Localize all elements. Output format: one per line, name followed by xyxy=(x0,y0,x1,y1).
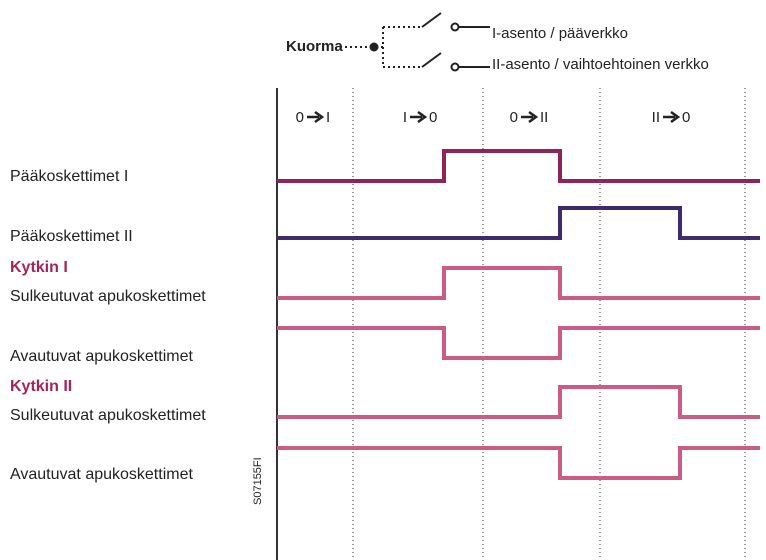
group-label-switch-1: Kytkin I xyxy=(10,259,68,276)
phase-arrow-icon xyxy=(663,110,681,124)
group-label-switch-2: Kytkin II xyxy=(10,378,73,395)
row-label-main-contacts-2: Pääkoskettimet II xyxy=(10,228,133,245)
position-1-label: I-asento / pääverkko xyxy=(492,25,628,42)
switch-symbol-icon xyxy=(340,12,490,72)
phase-to-label: I xyxy=(326,109,330,126)
waveforms xyxy=(277,149,760,480)
phase-to-label: 0 xyxy=(682,109,690,126)
phase-from-label: 0 xyxy=(296,109,304,126)
waveform-row-3 xyxy=(277,266,760,300)
load-label: Kuorma xyxy=(286,38,343,55)
row-label-main-contacts-1: Pääkoskettimet I xyxy=(10,168,129,185)
phase-arrow-icon xyxy=(307,110,325,124)
phase-to-label: II xyxy=(540,109,548,126)
phase-arrow-icon xyxy=(521,110,539,124)
waveform-row-4 xyxy=(277,326,760,360)
phase-from-label: 0 xyxy=(510,109,518,126)
waveform-row-2 xyxy=(277,206,760,240)
position-2-label: II-asento / vaihtoehtoinen verkko xyxy=(492,56,709,73)
phase-from-label: II xyxy=(652,109,660,126)
waveform-row-5 xyxy=(277,385,760,419)
phase-to-label: 0 xyxy=(429,109,437,126)
row-label-closing-aux-2: Sulkeutuvat apukoskettimet xyxy=(10,407,206,424)
phase-3: 0 II xyxy=(510,109,549,126)
waveform-row-1 xyxy=(277,149,760,183)
phase-dividers xyxy=(352,88,746,560)
phase-arrow-icon xyxy=(410,110,428,124)
phase-from-label: I xyxy=(403,109,407,126)
waveform-row-6 xyxy=(277,446,760,480)
row-label-closing-aux-1: Sulkeutuvat apukoskettimet xyxy=(10,288,206,305)
row-label-opening-aux-2: Avautuvat apukoskettimet xyxy=(10,466,193,483)
phase-4: II 0 xyxy=(652,109,691,126)
row-label-opening-aux-1: Avautuvat apukoskettimet xyxy=(10,348,193,365)
